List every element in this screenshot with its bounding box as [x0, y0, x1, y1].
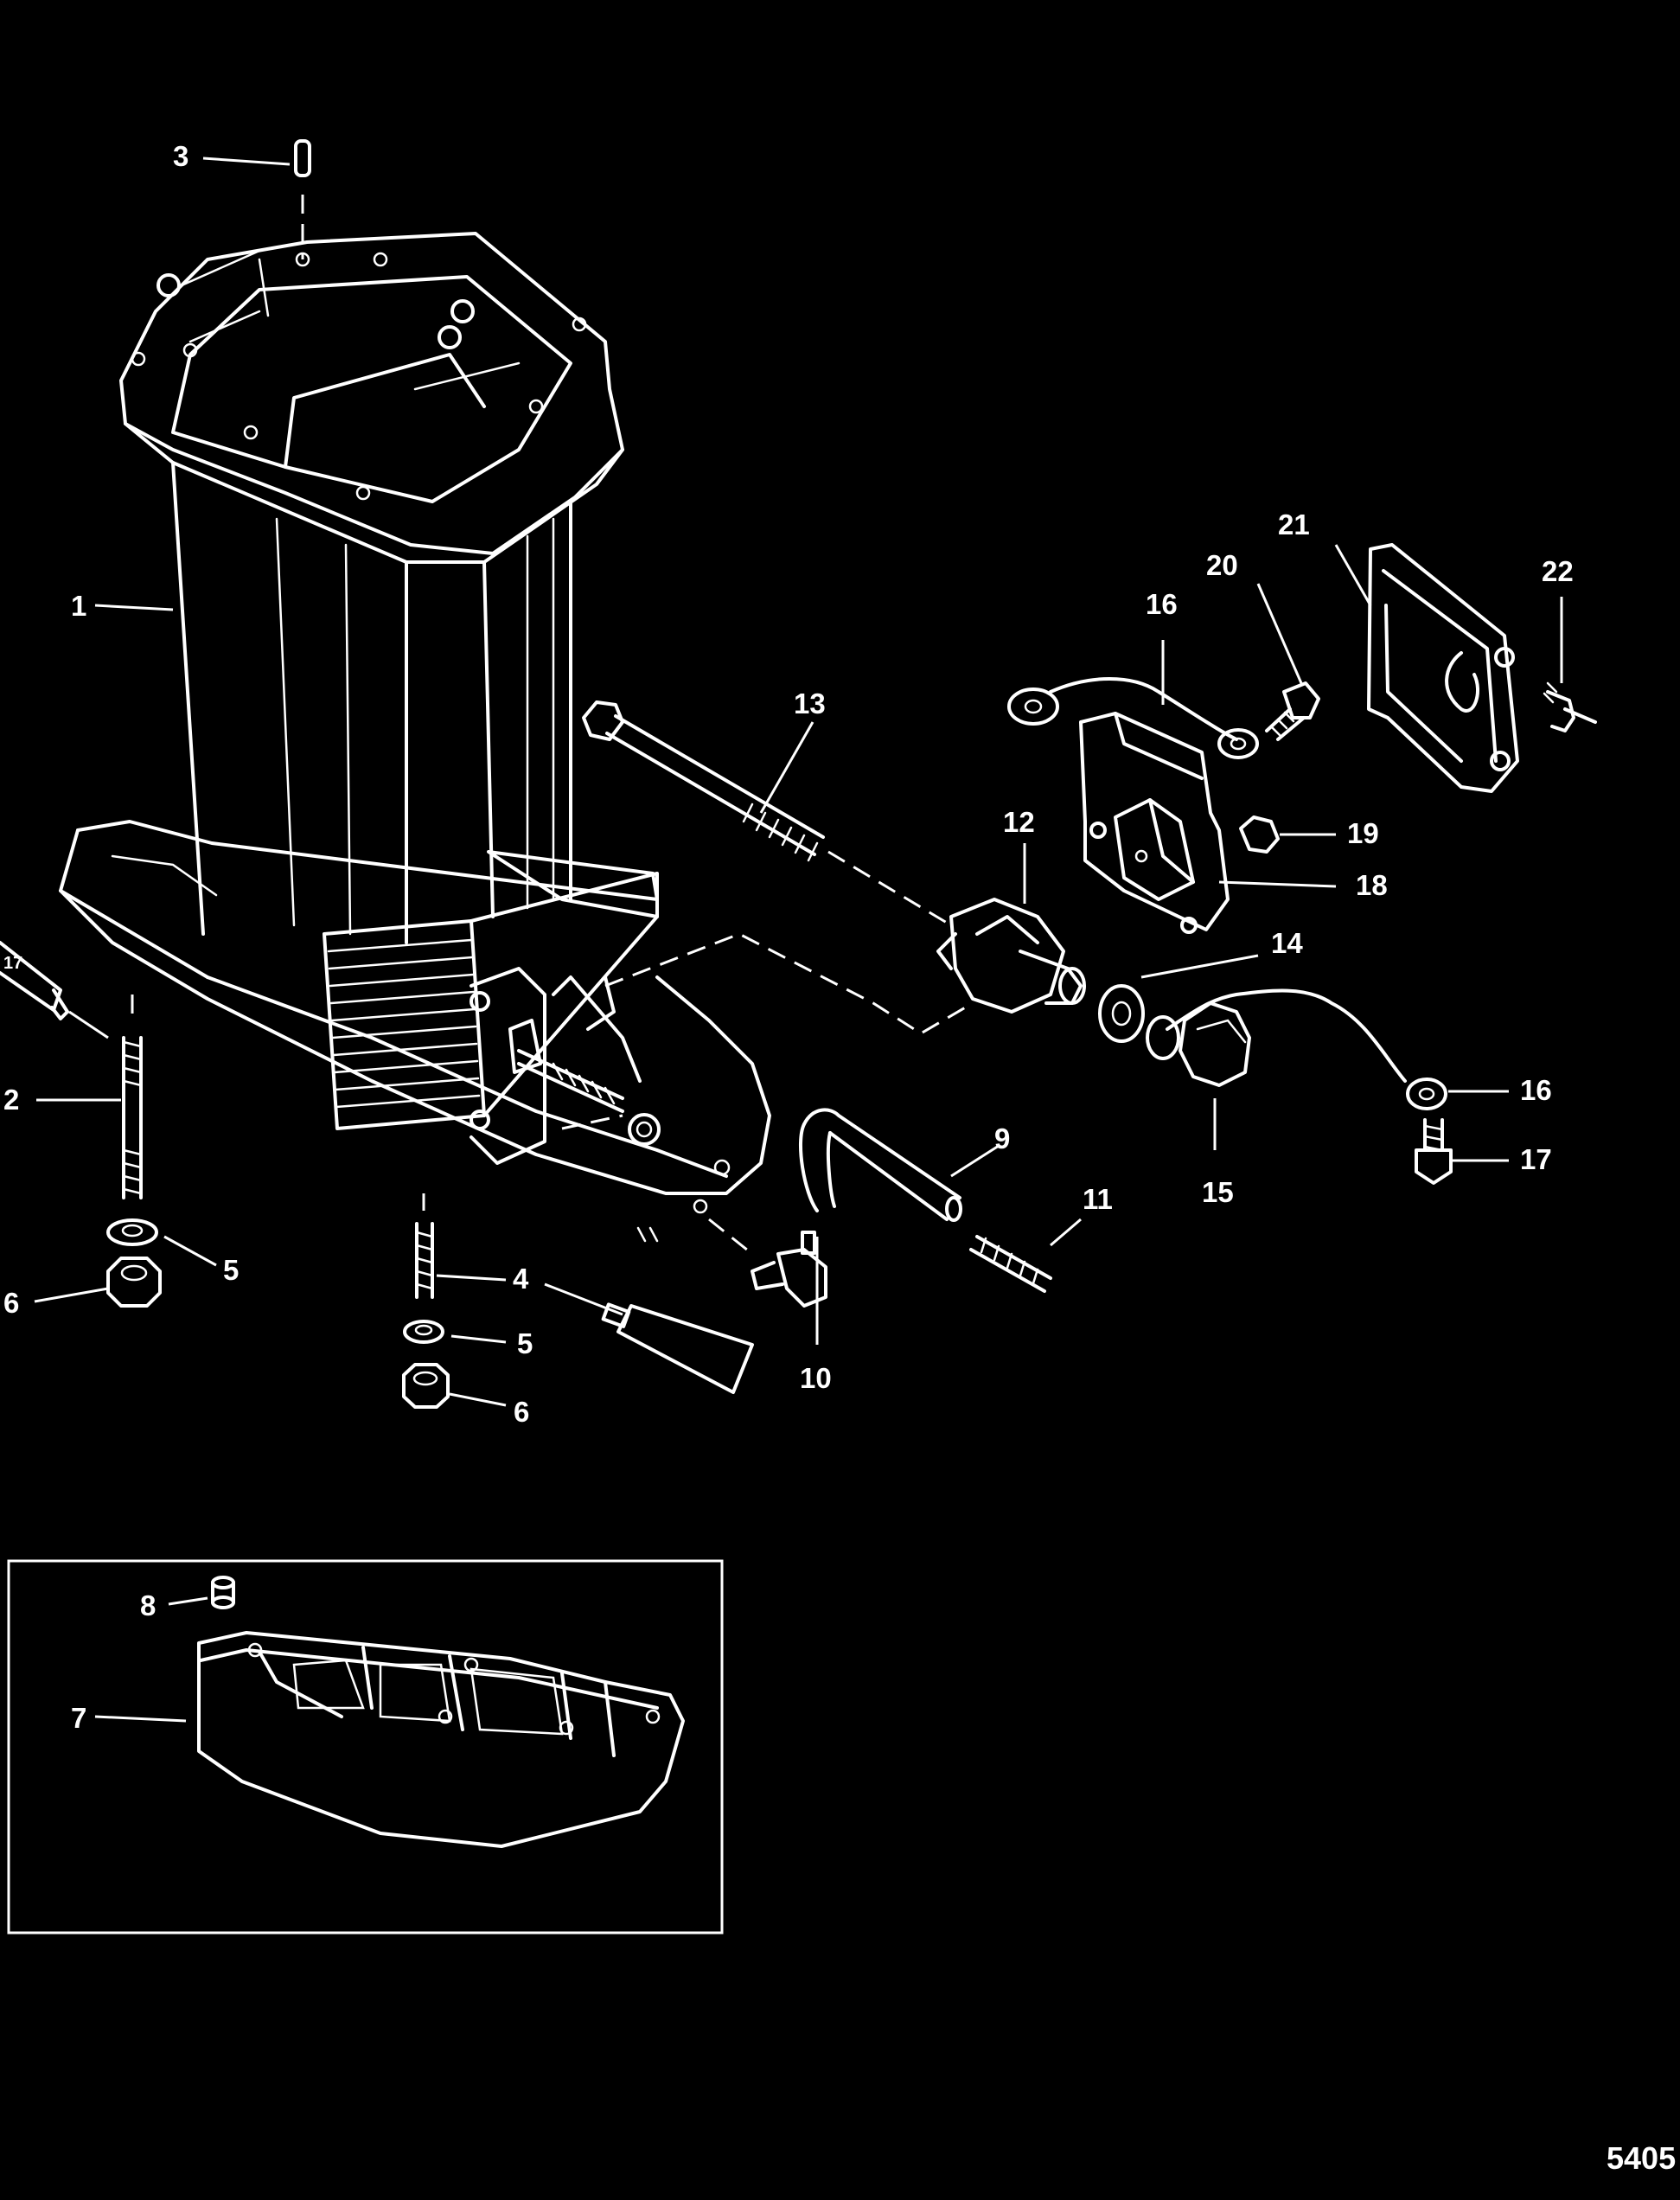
callout-15: 15: [1202, 1176, 1234, 1208]
screw-17-right: [1415, 1118, 1453, 1185]
callout-18: 18: [1356, 869, 1388, 901]
fitting-10: [708, 1218, 827, 1308]
ground-strap-16-lower: [1166, 988, 1447, 1110]
hose-9: [798, 1108, 962, 1222]
callout-5-center: 5: [517, 1327, 533, 1359]
callout-17-right: 17: [1520, 1143, 1552, 1175]
nut-6-left: [106, 1257, 162, 1308]
bolt-20: [1265, 681, 1320, 741]
alignment-line: [604, 932, 974, 1035]
ground-strap-16-upper: [1007, 677, 1259, 759]
leader-7: [94, 1715, 187, 1723]
callout-8: 8: [140, 1589, 156, 1621]
driveshaft-housing: [59, 232, 771, 1243]
callout-21: 21: [1278, 508, 1310, 540]
callout-10: 10: [800, 1362, 832, 1394]
sealant-tube-17-left: [0, 941, 109, 1039]
plate-21: [1367, 543, 1519, 793]
callout-2: 2: [3, 1084, 19, 1116]
callout-20: 20: [1206, 549, 1238, 581]
lock-nut-15: [1146, 1001, 1251, 1087]
callout-labels: 3 1 2 17 5 6 4 5 6 17 10 9 11 12 13 14 1…: [3, 140, 1574, 1734]
washer-5-center: [403, 1320, 444, 1344]
figure-number: 5405: [1607, 2140, 1676, 2176]
callout-3: 3: [173, 140, 188, 172]
inset-frame: [7, 1559, 724, 1935]
dowel-pin-3: [294, 139, 311, 259]
callout-13: 13: [794, 688, 826, 719]
washer-5-left: [106, 1218, 158, 1246]
nut-6-center: [402, 1363, 450, 1409]
washer-14: [1098, 984, 1145, 1043]
callout-17-center: 17: [687, 1341, 706, 1360]
callout-6-left: 6: [3, 1287, 19, 1319]
callout-14: 14: [1271, 927, 1303, 959]
callout-5-left: 5: [223, 1254, 239, 1286]
nut-19: [1239, 815, 1280, 854]
dowel-pin-8: [211, 1576, 235, 1609]
callout-12: 12: [1003, 806, 1035, 838]
screw-22: [1543, 681, 1597, 732]
callout-17-left: 17: [3, 954, 22, 973]
callout-1: 1: [71, 590, 86, 622]
callout-16-upper: 16: [1146, 588, 1178, 620]
leader-lines: [34, 157, 1563, 1407]
stud-4: [415, 1222, 434, 1299]
callout-4: 4: [513, 1263, 529, 1295]
spacer-7: [197, 1631, 685, 1848]
callout-22: 22: [1542, 555, 1574, 587]
callout-11: 11: [1083, 1183, 1113, 1215]
callout-9: 9: [994, 1122, 1010, 1154]
housing-grille: [327, 938, 481, 1109]
bracket-18: [1079, 712, 1230, 934]
callout-16-lower: 16: [1520, 1074, 1552, 1106]
callout-19: 19: [1347, 817, 1379, 849]
callout-7: 7: [71, 1702, 86, 1734]
stud-2: [122, 994, 143, 1199]
callout-6-center: 6: [514, 1396, 529, 1428]
screen-11: [969, 1235, 1052, 1293]
rubber-mount-12: [936, 898, 1086, 1014]
leader-8: [168, 1596, 208, 1606]
sealant-tube-17-center: [601, 1302, 754, 1394]
bolt-13: [582, 700, 952, 927]
